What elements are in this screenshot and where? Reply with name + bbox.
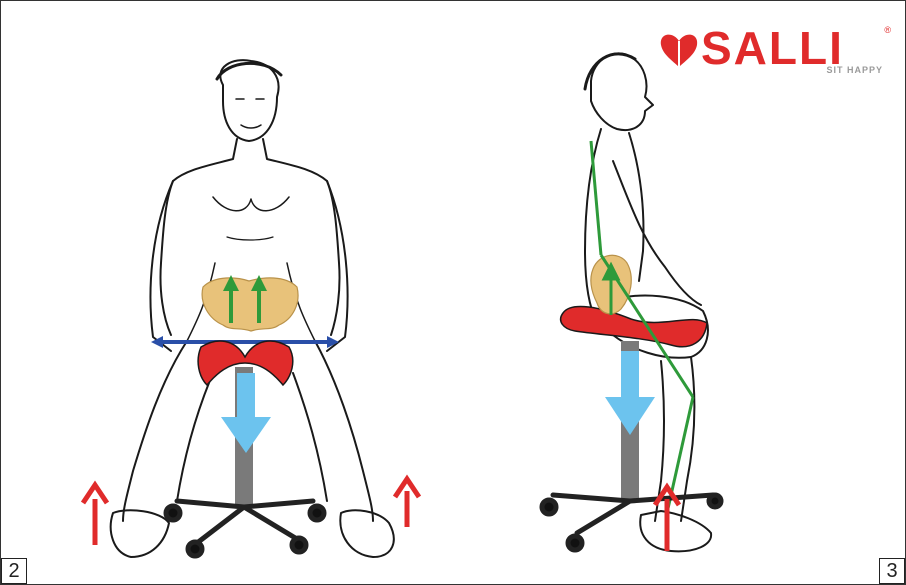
brand-name: SALLI xyxy=(701,21,844,75)
head-outline xyxy=(220,60,278,141)
registered-mark: ® xyxy=(884,25,891,35)
salli-logo: SALLI ® SIT HAPPY xyxy=(657,25,897,85)
side-chair-base xyxy=(542,495,721,550)
front-down-arrow xyxy=(221,373,271,453)
page-number-right: 3 xyxy=(879,558,905,584)
front-chair-base xyxy=(166,501,324,556)
brand-tagline: SIT HAPPY xyxy=(826,65,883,75)
saddle-heart-icon xyxy=(659,29,699,69)
side-down-arrow xyxy=(605,351,655,435)
side-saddle-seat xyxy=(561,306,707,346)
page-number-left: 2 xyxy=(1,558,27,584)
front-level-line xyxy=(151,336,339,348)
front-pelvis xyxy=(202,278,298,331)
